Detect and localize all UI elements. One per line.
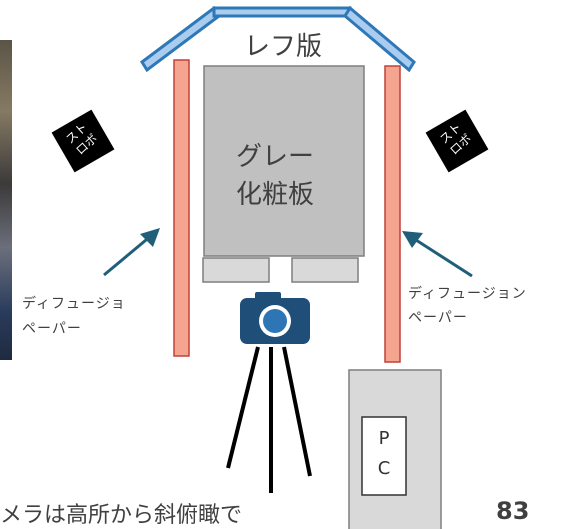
reflector-right-panel bbox=[343, 5, 416, 73]
pc-label-box bbox=[361, 416, 407, 496]
diffusion-left-label-line1: ディフュージョ bbox=[22, 296, 126, 312]
board-stand-left bbox=[202, 257, 270, 283]
pc-label-line2: C bbox=[377, 458, 391, 479]
photo-strip-image bbox=[0, 40, 12, 360]
page-number: 83 bbox=[496, 497, 530, 525]
caption-text: メラは高所から斜俯瞰で bbox=[0, 503, 243, 528]
gray-board bbox=[203, 65, 365, 257]
arrow-left bbox=[103, 233, 153, 277]
diffusion-paper-right-bar bbox=[384, 65, 401, 363]
camera-icon bbox=[240, 292, 310, 344]
gray-board-label-line2: 化粧板 bbox=[236, 180, 315, 210]
diffusion-paper-left-bar bbox=[173, 59, 190, 357]
pc-label-line1: P bbox=[378, 428, 390, 449]
reflector-label: レフ版 bbox=[244, 32, 323, 62]
board-stand-right bbox=[291, 257, 359, 283]
gray-board-label-line1: グレー bbox=[236, 142, 315, 172]
arrow-left-head bbox=[140, 228, 160, 247]
tripod-leg-right bbox=[282, 346, 312, 477]
diffusion-right-label-line1: ディフュージョン bbox=[408, 286, 527, 302]
arrow-right bbox=[415, 238, 473, 278]
tripod-leg-left bbox=[226, 346, 260, 469]
arrow-right-head bbox=[402, 231, 423, 248]
diffusion-right-label-line2: ペーパー bbox=[408, 310, 468, 326]
reflector-center-panel bbox=[212, 6, 352, 18]
diffusion-left-label-line2: ペーパー bbox=[22, 321, 82, 337]
